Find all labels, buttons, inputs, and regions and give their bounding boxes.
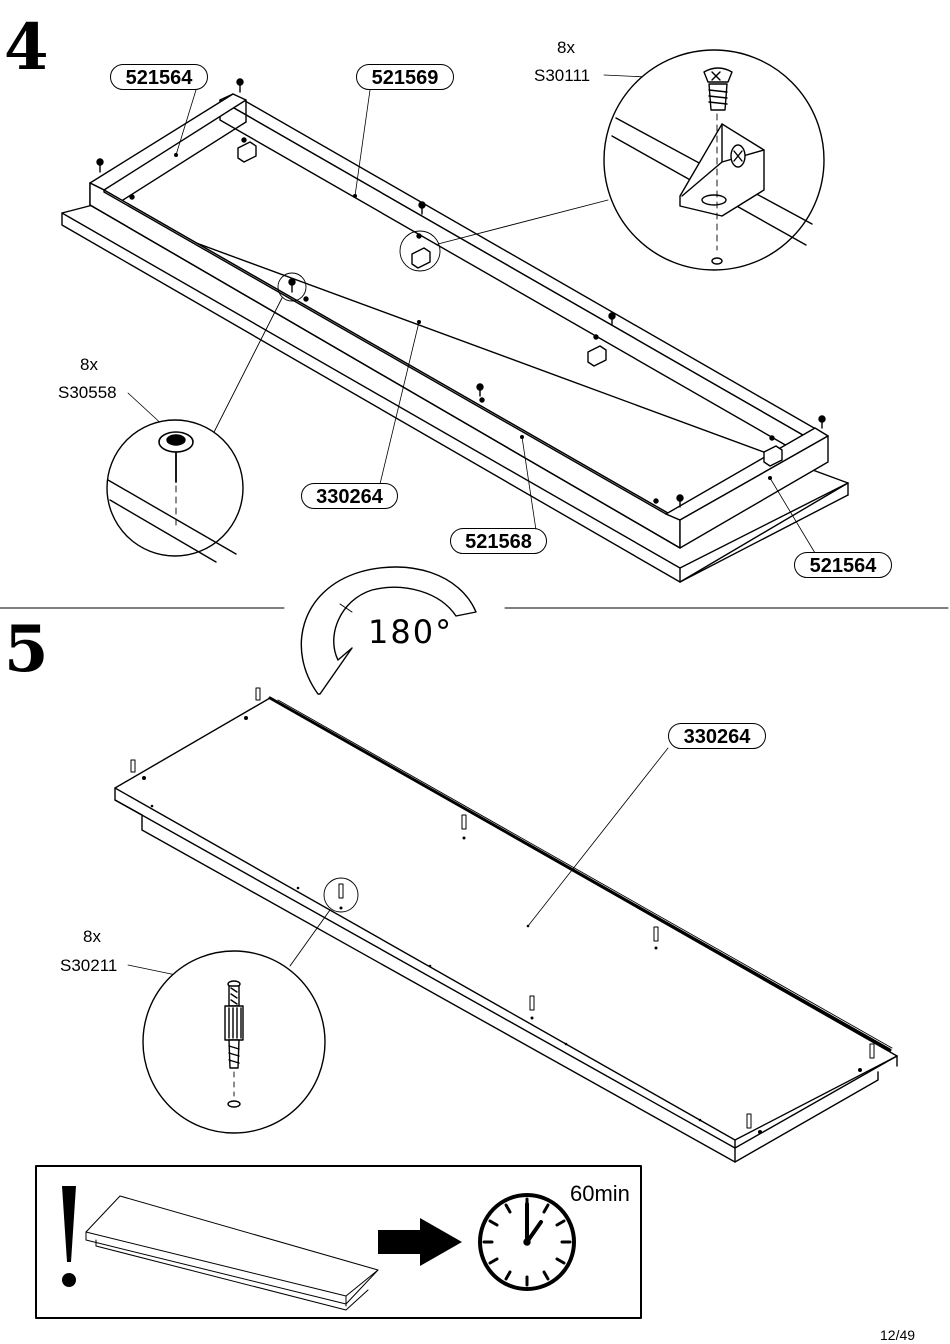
wait-time-label: 60min — [570, 1181, 630, 1206]
hardware-code-s30211: S30211 — [60, 956, 118, 975]
part-label-521564-left: 521564 — [110, 64, 208, 90]
arrow-right-icon — [378, 1218, 462, 1266]
nail-detail-callout — [106, 419, 244, 563]
page-number: 12/49 — [880, 1327, 916, 1343]
exclamation-icon — [62, 1186, 76, 1287]
part-label-521568: 521568 — [450, 528, 547, 554]
bracket-detail-callout — [603, 49, 825, 271]
nail-icon — [158, 431, 194, 531]
rotation-label: 180° — [368, 613, 454, 651]
hardware-code-s30558: S30558 — [58, 383, 117, 402]
part-label-330264: 330264 — [301, 483, 398, 509]
part-label-330264-step5: 330264 — [668, 723, 766, 749]
cam-bolt-detail-callout — [142, 950, 326, 1134]
step4-frame-drawing — [61, 74, 849, 583]
flat-panel-thumbnail — [85, 1195, 379, 1311]
part-label-521569: 521569 — [356, 64, 454, 90]
hardware-qty-s30558: 8x — [80, 355, 98, 374]
corner-bracket-screw-icon — [679, 67, 765, 265]
step-number-5: 5 — [4, 612, 49, 687]
step5-panel-drawing — [114, 687, 898, 1163]
rotate-180-icon — [300, 566, 477, 695]
hardware-qty-s30111: 8x — [557, 38, 575, 57]
clock-icon — [478, 1193, 576, 1291]
cam-bolt-icon — [224, 980, 244, 1108]
hardware-qty-s30211: 8x — [83, 927, 101, 946]
part-label-521564-right: 521564 — [794, 552, 892, 578]
step-number-4: 4 — [4, 10, 49, 85]
hardware-code-s30111: S30111 — [534, 66, 591, 85]
